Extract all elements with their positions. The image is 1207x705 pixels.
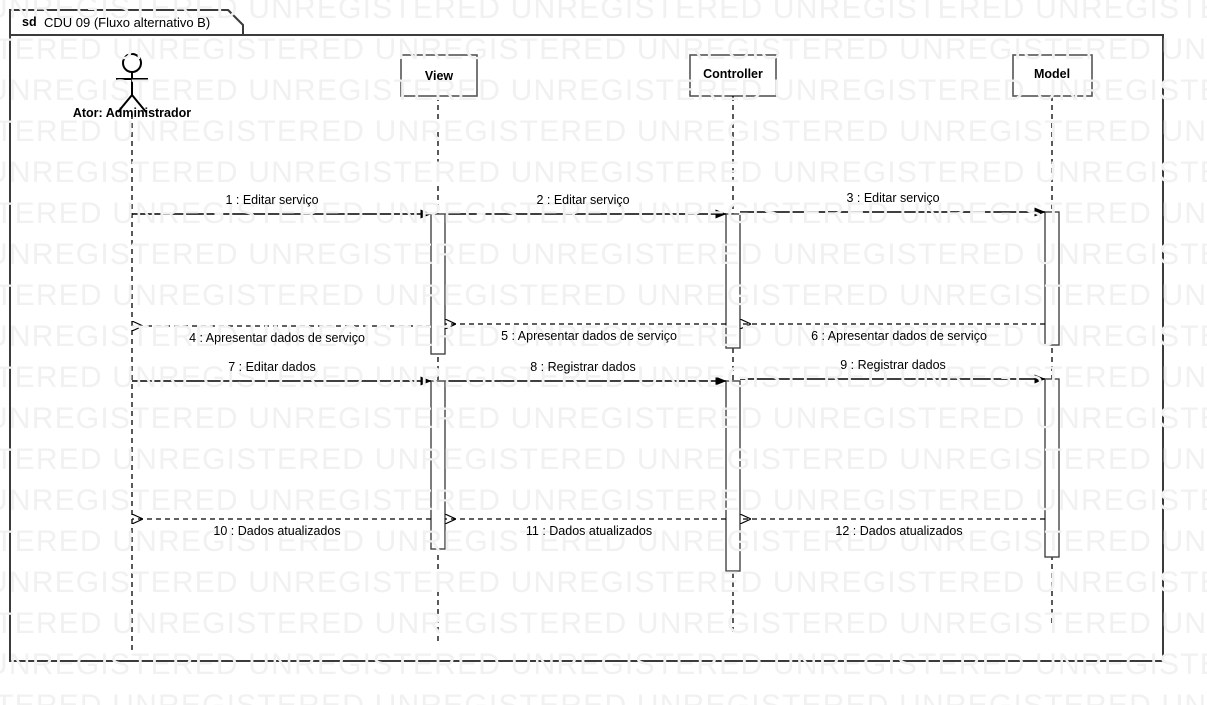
lifeline-label-model: Model — [1033, 67, 1071, 81]
activation-bar-model-2 — [1044, 378, 1060, 558]
message-label-12: 12 : Dados atualizados — [835, 524, 963, 538]
message-label-11: 11 : Dados atualizados — [525, 524, 653, 538]
lifeline-label-view: View — [424, 69, 454, 83]
frame-keyword: sd — [22, 15, 37, 29]
frame-name: CDU 09 (Fluxo alternativo B) — [44, 15, 211, 30]
activation-bar-controller-1 — [725, 213, 741, 349]
message-label-5: 5 : Apresentar dados de serviço — [501, 329, 677, 343]
message-label-9: 9 : Registrar dados — [840, 358, 946, 372]
message-label-4: 4 : Apresentar dados de serviço — [189, 331, 365, 345]
message-label-7: 7 : Editar dados — [228, 360, 316, 374]
activation-bar-view-1 — [430, 213, 446, 355]
actor-stick-figure-icon — [116, 53, 148, 113]
actor-label: Ator: Administrador — [72, 106, 192, 120]
lifeline-label-controller: Controller — [703, 67, 763, 81]
message-label-10: 10 : Dados atualizados — [213, 524, 341, 538]
lifeline-box-controller[interactable] — [689, 54, 777, 97]
lifeline-box-view[interactable] — [400, 54, 478, 97]
activation-bar-view-2 — [430, 380, 446, 550]
message-label-3: 3 : Editar serviço — [846, 191, 940, 205]
message-label-6: 6 : Apresentar dados de serviço — [811, 329, 987, 343]
activation-bar-controller-2 — [725, 380, 741, 572]
frame-border — [9, 9, 1164, 662]
activation-bar-model-1 — [1044, 211, 1060, 346]
message-label-8: 8 : Registrar dados — [530, 360, 636, 374]
message-label-1: 1 : Editar serviço — [225, 193, 319, 207]
lifeline-box-model[interactable] — [1012, 54, 1093, 97]
message-label-2: 2 : Editar serviço — [536, 193, 630, 207]
